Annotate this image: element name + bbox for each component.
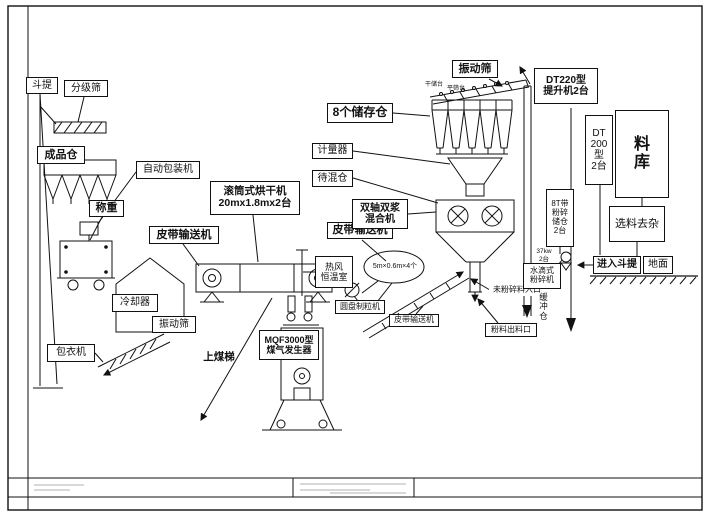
- vibrating-screen-left-label: 振动筛: [152, 316, 196, 333]
- crusher-label: 水滴式 粉碎机: [523, 263, 561, 289]
- enter-bucket-elevator-label: 进入斗提: [593, 256, 641, 274]
- storage-silos: [392, 99, 513, 155]
- premix-bin-label: 待混仓: [312, 170, 353, 187]
- left-vibrating-screen-chute: [94, 333, 171, 376]
- belt-conveyor-small-label: 皮带输送机: [389, 314, 439, 327]
- power-rating-annotation: 37kw 2台: [536, 248, 552, 263]
- metering-hopper: [352, 150, 503, 204]
- bucket-elevator-mast-left: [33, 93, 63, 389]
- drawing-frame: [7, 5, 703, 511]
- twin-shaft-mixer-label: 双轴双浆 混合机: [352, 199, 408, 229]
- buffer-bin-label: 缓 冲 仓: [539, 291, 548, 321]
- conveyor-size-annotation: 5m×0.6m×4个: [372, 263, 418, 271]
- dt220-elevator-label: DT220型 提升机2台: [534, 68, 598, 104]
- belt-conveyor-left-label: 皮带输送机: [149, 226, 219, 244]
- title-block-text-marks: [34, 483, 406, 494]
- mid-belt-conveyor: [361, 211, 470, 339]
- drum-dryer-label: 滚筒式烘干机 20mx1.8mx2台: [210, 181, 300, 215]
- cooler-label: 冷却器: [112, 294, 158, 312]
- hot-air-room-label: 热风 恒温室: [315, 256, 353, 288]
- ground-line: [589, 275, 698, 285]
- vibrating-screen-top-label: 振动筛: [452, 60, 498, 78]
- metering-device-label: 计量器: [312, 143, 353, 159]
- material-selection-label: 选料去杂: [609, 206, 665, 242]
- grading-sieve-label: 分级筛: [64, 80, 108, 97]
- twin-shaft-mixer: [435, 199, 515, 233]
- weighing-label: 称重: [89, 200, 124, 217]
- mixer-discharge-funnel: [435, 231, 515, 324]
- ground-label: 地面: [643, 256, 673, 274]
- coal-ladder-label: 上煤梯: [203, 350, 235, 363]
- bucket-elevator-label: 斗提: [26, 77, 58, 94]
- grading-sieve: [53, 96, 107, 134]
- packing-machine-cart: [57, 171, 137, 291]
- coating-machine-label: 包衣机: [47, 344, 95, 362]
- disc-granulator-label: 圆盘制粒机: [335, 300, 385, 314]
- coal-ladder: [200, 297, 273, 421]
- storage-silos-label: 8个储存仓: [327, 103, 393, 123]
- gas-generator: [262, 249, 342, 431]
- dt200-elevator-label: DT 200 型 2台: [585, 115, 613, 185]
- gas-generator-label: MQF3000型 煤气发生器: [259, 330, 319, 360]
- auto-packing-machine-label: 自动包装机: [136, 161, 200, 179]
- tiny-annotation-left: 干储台: [424, 82, 443, 89]
- finished-product-silos: [43, 159, 117, 204]
- material-warehouse-label: 料 库: [615, 110, 669, 198]
- powder-outlet-label: 粉料出料口: [485, 323, 537, 337]
- finished-product-silo-label: 成品仓: [37, 146, 85, 164]
- crusher-storage-bin-label: 8T带 粉碎 储仓 2台: [546, 189, 574, 247]
- cooler-body: [115, 257, 185, 333]
- conveyor-dimension-callout: [361, 250, 425, 303]
- tiny-annotation-right: 平筛台: [446, 86, 465, 93]
- top-vibrating-screen: [429, 78, 530, 105]
